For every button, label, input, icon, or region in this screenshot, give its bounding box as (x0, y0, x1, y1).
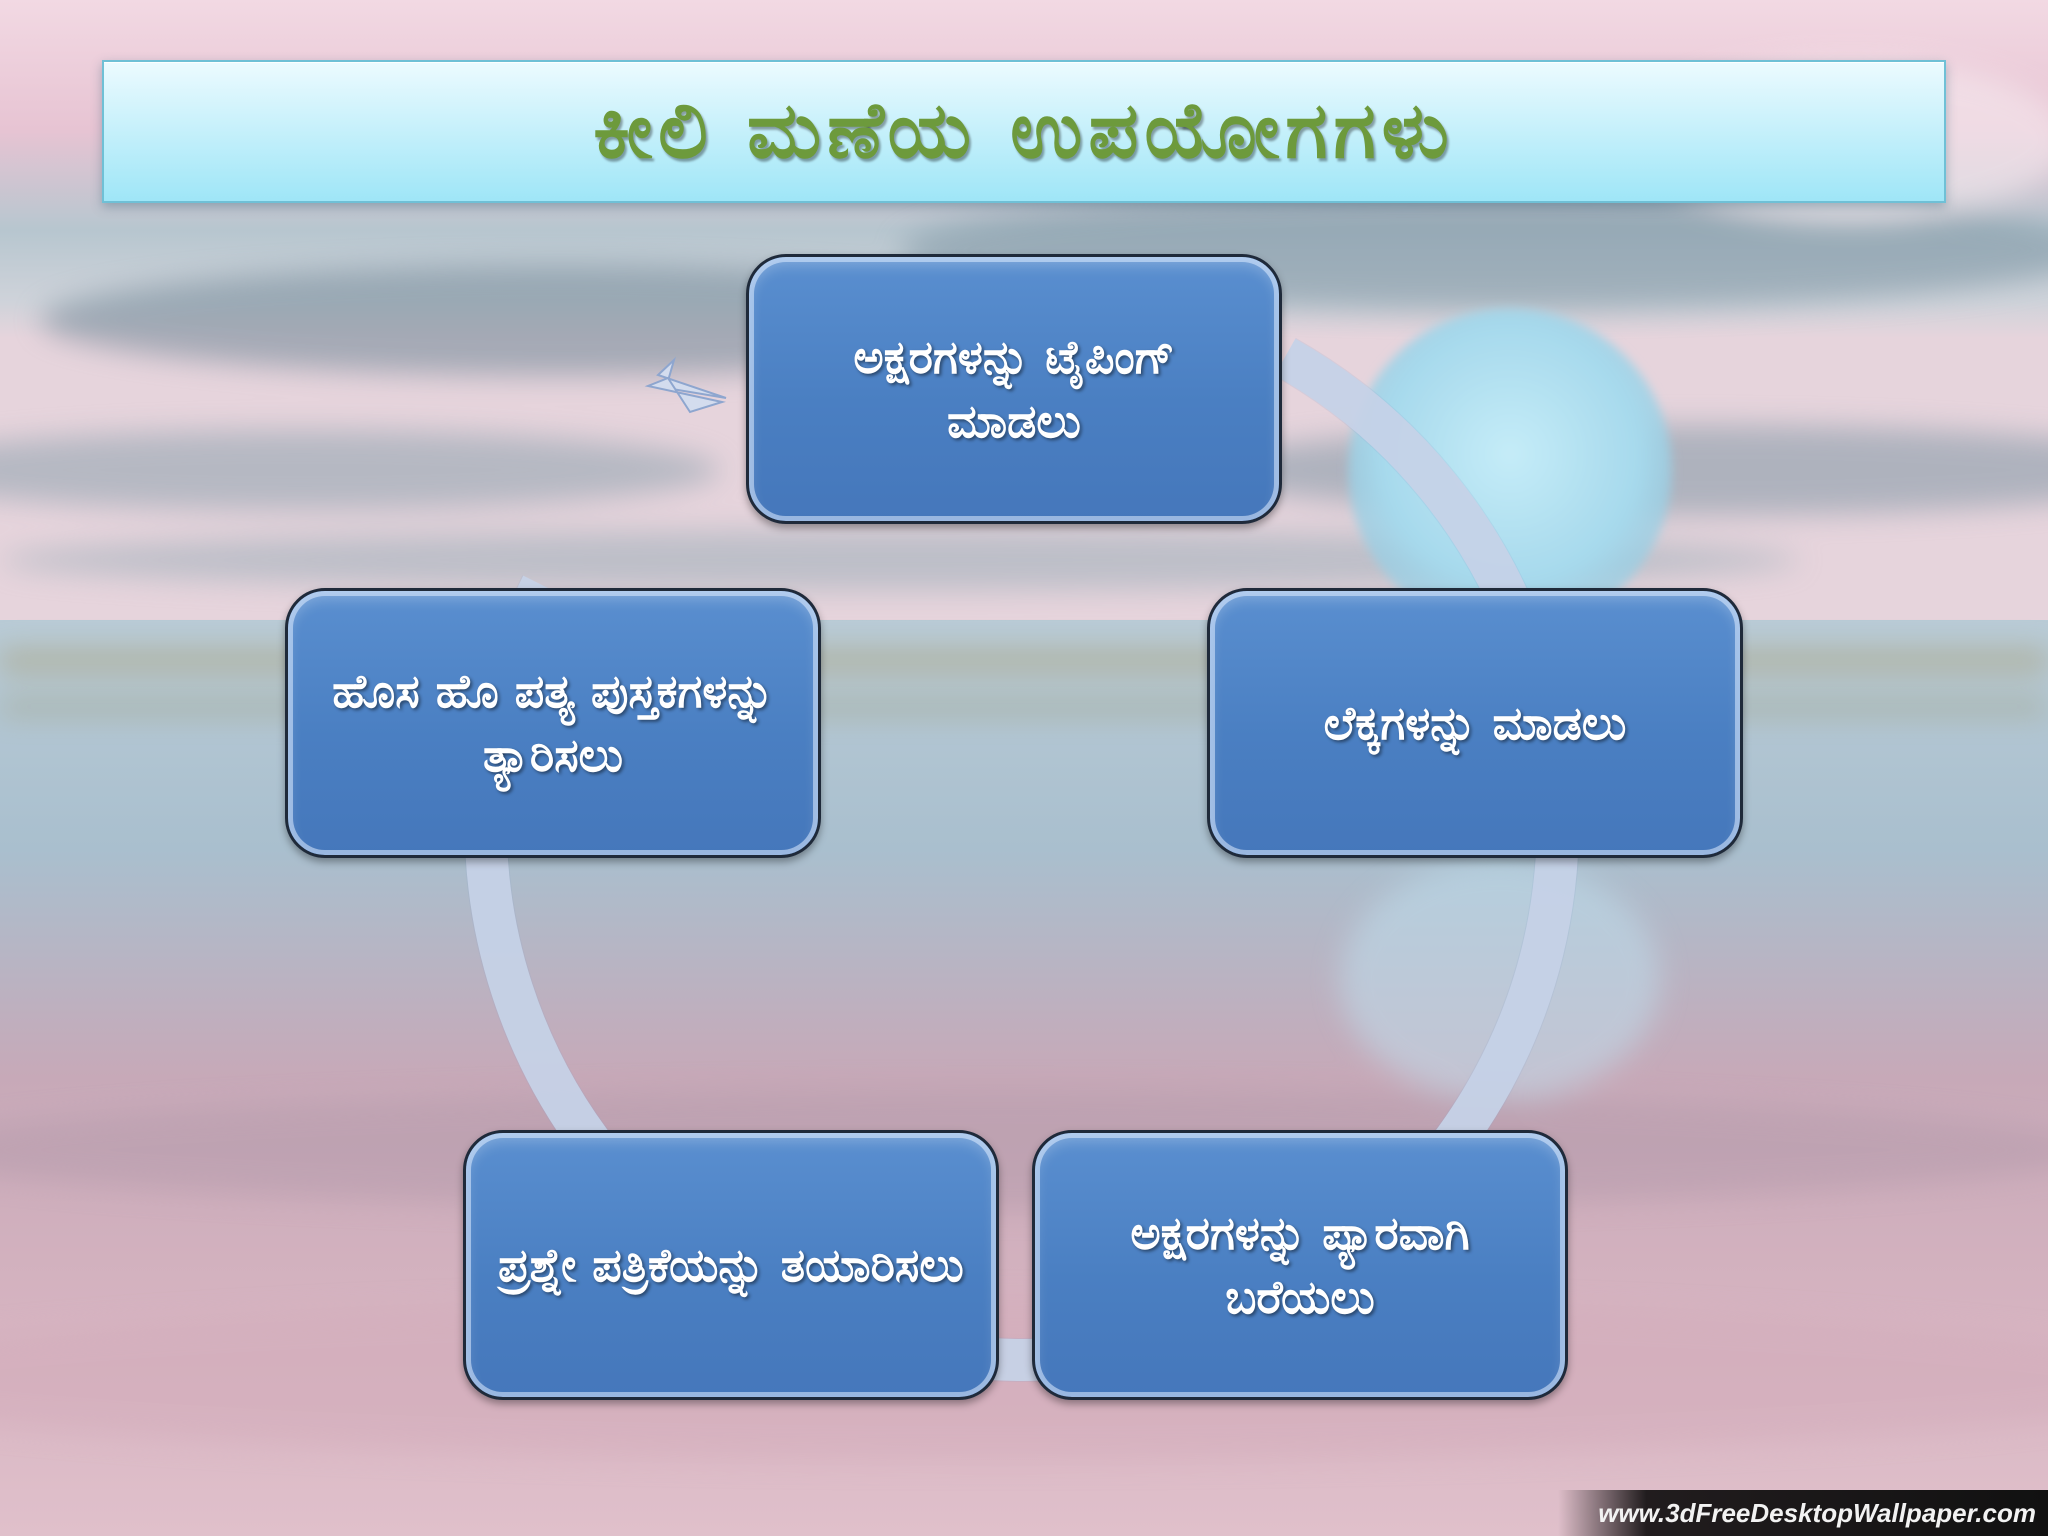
title-bar: ಕೀಲಿ ಮಣೆಯ ಉಪಯೋಗಗಳು (102, 60, 1946, 203)
cycle-node-label: ಅಕ್ಷರಗಳನ್ನು ಟೈಪಿಂಗ್ ಮಾಡಲು (853, 330, 1175, 448)
cycle-node-calculations: ಲೆಕ್ಕಗಳನ್ನು ಮಾಡಲು (1207, 588, 1743, 858)
cycle-node-paragraph-writing: ಅಕ್ಷರಗಳನ್ನು ಪ್ಯಾರವಾಗಿ ಬರೆಯಲು (1032, 1130, 1568, 1400)
cycle-node-label: ಲೆಕ್ಕಗಳನ್ನು ಮಾಡಲು (1323, 696, 1627, 750)
cycle-node-label: ಪ್ರಶ್ನೇ ಪತ್ರಿಕೆಯನ್ನು ತಯಾರಿಸಲು (498, 1238, 964, 1292)
cycle-node-label: ಅಕ್ಷರಗಳನ್ನು ಪ್ಯಾರವಾಗಿ ಬರೆಯಲು (1130, 1206, 1470, 1324)
page-title: ಕೀಲಿ ಮಣೆಯ ಉಪಯೋಗಗಳು (593, 86, 1455, 176)
watermark-text: www.3dFreeDesktopWallpaper.com (1598, 1497, 2036, 1528)
watermark: www.3dFreeDesktopWallpaper.com (1558, 1490, 2048, 1536)
cycle-node-new-textbooks: ಹೊಸ ಹೊ ಪತ್ಯ ಪುಸ್ತಕಗಳನ್ನು ತ್ಯಾರಿಸಲು (285, 588, 821, 858)
cycle-node-question-paper: ಪ್ರಶ್ನೇ ಪತ್ರಿಕೆಯನ್ನು ತಯಾರಿಸಲು (463, 1130, 999, 1400)
cycle-node-typing: ಅಕ್ಷರಗಳನ್ನು ಟೈಪಿಂಗ್ ಮಾಡಲು (746, 254, 1282, 524)
arrow-head-icon (644, 376, 726, 414)
cycle-node-label: ಹೊಸ ಹೊ ಪತ್ಯ ಪುಸ್ತಕಗಳನ್ನು ತ್ಯಾರಿಸಲು (332, 664, 774, 782)
